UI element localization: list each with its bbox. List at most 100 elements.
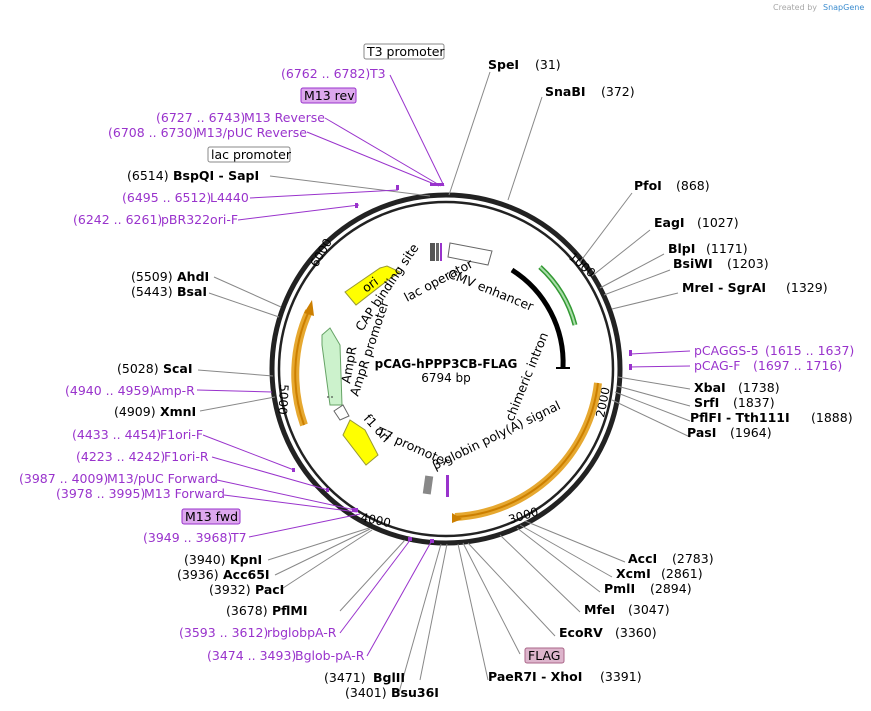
primer-rbglobpa[interactable]: rbglobpA-R (267, 625, 337, 640)
lac-promoter-box[interactable]: lac promoter (207, 146, 292, 163)
primer-leader-lines (196, 74, 691, 657)
enzyme-acc65i[interactable]: Acc65I (223, 567, 270, 582)
enzyme-xmni-pos: (4909) (114, 404, 156, 419)
enzyme-pflmi-pos: (3678) (226, 603, 268, 618)
enzyme-ahdi[interactable]: AhdI (177, 269, 209, 284)
lac-promoter-marker[interactable] (440, 243, 442, 261)
cmv-green-arc[interactable] (538, 265, 578, 326)
primer-ampr[interactable]: Amp-R (153, 383, 195, 398)
primer-f1ori-f-range: (4433 .. 4454) (72, 427, 161, 442)
enzyme-pasi[interactable]: PasI (687, 425, 716, 440)
f1-ori-arrow[interactable] (342, 419, 379, 466)
primer-pcaggs5-range: (1615 .. 1637) (765, 343, 854, 358)
primer-m13-puc-forward[interactable]: M13/pUC Forward (107, 471, 218, 486)
enzyme-mrei-pos: (1329) (786, 280, 828, 295)
enzyme-spei-pos: (31) (535, 57, 561, 72)
enzyme-bsai-pos: (5443) (131, 284, 173, 299)
enzyme-paer7i-xhoi[interactable]: PaeR7I - XhoI (488, 669, 582, 684)
primer-bglobpa-range: (3474 .. 3493) (207, 648, 296, 663)
hppp3cb-cds-arc (454, 382, 599, 518)
enzyme-bsu36i[interactable]: Bsu36I (391, 685, 439, 700)
enzyme-kpni[interactable]: KpnI (230, 552, 262, 567)
enzyme-bsai[interactable]: BsaI (177, 284, 207, 299)
enzyme-ahdi-pos: (5509) (131, 269, 173, 284)
enzyme-ecorv[interactable]: EcoRV (559, 625, 603, 640)
primer-bglobpa[interactable]: Bglob-pA-R (295, 648, 365, 663)
enzyme-pmli[interactable]: PmlI (604, 581, 635, 596)
enzyme-pasi-pos: (1964) (730, 425, 772, 440)
enzyme-acci-pos: (2783) (672, 551, 714, 566)
enzyme-snabi[interactable]: SnaBI (545, 84, 586, 99)
primer-t7[interactable]: T7 (230, 530, 247, 545)
primer-t7-range: (3949 .. 3968) (143, 530, 232, 545)
ampr-promoter-box[interactable] (333, 404, 350, 421)
m13-rev-box[interactable]: M13 rev (300, 87, 357, 104)
backbone-outer-ring (269, 192, 623, 546)
cag-promoter-arc[interactable] (510, 267, 566, 369)
enzyme-srfi-pos: (1837) (733, 395, 775, 410)
left-cds-arc (294, 310, 310, 426)
enzyme-bspqi-sapi[interactable]: BspQI - SapI (173, 168, 259, 183)
primer-t3-range: (6762 .. 6782) (281, 66, 370, 81)
enzyme-pfoi[interactable]: PfoI (634, 178, 662, 193)
enzyme-acc65i-pos: (3936) (177, 567, 219, 582)
primer-f1ori-f[interactable]: F1ori-F (160, 427, 203, 442)
enzyme-xbai-pos: (1738) (738, 380, 780, 395)
m13-fwd-box[interactable]: M13 fwd (181, 508, 241, 525)
feature-polyA-label: β-globin poly(A) signal (430, 398, 563, 473)
m13-fwd-label: M13 fwd (185, 509, 238, 524)
tick-6000: 6000 (307, 236, 334, 269)
primer-pcagf[interactable]: pCAG-F (694, 358, 740, 373)
primer-t3[interactable]: T3 (369, 66, 386, 81)
enzyme-paci[interactable]: PacI (255, 582, 284, 597)
enzyme-scai[interactable]: ScaI (163, 361, 193, 376)
feature-ampr-label: AmpR (338, 345, 359, 385)
primer-m13-forward-range: (3978 .. 3995) (56, 486, 145, 501)
enzyme-pflfi-tth111i[interactable]: PflFI - Tth111I (690, 410, 790, 425)
primer-f1ori-r-range: (4223 .. 4242) (76, 449, 165, 464)
enzyme-mfei[interactable]: MfeI (584, 602, 615, 617)
enzyme-acci[interactable]: AccI (628, 551, 657, 566)
polyA-primer-marker[interactable] (446, 475, 449, 497)
enzyme-pflmi[interactable]: PflMI (272, 603, 308, 618)
left-cds-arrowhead (304, 300, 314, 316)
enzyme-blpi-pos: (1171) (706, 241, 748, 256)
enzyme-bglii[interactable]: BglII (373, 670, 405, 685)
primer-f1ori-r[interactable]: F1ori-R (164, 449, 209, 464)
enzyme-blpi[interactable]: BlpI (668, 241, 695, 256)
primer-pbr322ori-range: (6242 .. 6261) (73, 212, 162, 227)
enzyme-xbai[interactable]: XbaI (694, 380, 726, 395)
primer-rbglobpa-range: (3593 .. 3612) (179, 625, 268, 640)
flag-label: FLAG (528, 648, 560, 663)
enzyme-bsiwi[interactable]: BsiWI (673, 256, 713, 271)
enzyme-mrei-sgrai[interactable]: MreI - SgrAI (682, 280, 766, 295)
enzyme-srfi[interactable]: SrfI (694, 395, 719, 410)
enzyme-xcmi[interactable]: XcmI (616, 566, 651, 581)
credit-prefix: Created by (773, 3, 817, 12)
enzyme-bglii-pos: (3471) (324, 670, 366, 685)
primer-pbr322ori[interactable]: pBR322ori-F (161, 212, 238, 227)
enzyme-spei[interactable]: SpeI (488, 57, 519, 72)
primer-m13-puc-reverse[interactable]: M13/pUC Reverse (196, 125, 307, 140)
primer-m13-reverse[interactable]: M13 Reverse (244, 110, 325, 125)
ampr-gene[interactable] (321, 327, 343, 406)
ori-arrow[interactable] (344, 265, 402, 306)
primer-pcaggs5[interactable]: pCAGGS-5 (694, 343, 759, 358)
cap-binding-site-marker[interactable] (430, 243, 435, 261)
flag-tag-marker[interactable] (422, 475, 434, 495)
plasmid-name: pCAG-hPPP3CB-FLAG (375, 357, 518, 371)
enzyme-eagi-pos: (1027) (697, 215, 739, 230)
cmv-box[interactable] (447, 242, 493, 266)
snapgene-brand[interactable]: SnapGene (823, 3, 864, 12)
primer-m13-reverse-range: (6727 .. 6743) (156, 110, 245, 125)
t3-promoter-box[interactable]: T3 promoter (363, 43, 445, 60)
cmv-green-arc-highlight (539, 266, 576, 326)
enzyme-bspqi-pos: (6514) (127, 168, 169, 183)
lac-operator-marker[interactable] (436, 243, 439, 261)
enzyme-xmni[interactable]: XmnI (160, 404, 196, 419)
primer-l4440[interactable]: L4440 (210, 190, 249, 205)
flag-box[interactable]: FLAG (524, 647, 565, 664)
primer-m13-forward[interactable]: M13 Forward (144, 486, 225, 501)
lac-promoter-label: lac promoter (211, 147, 292, 162)
enzyme-eagi[interactable]: EagI (654, 215, 685, 230)
